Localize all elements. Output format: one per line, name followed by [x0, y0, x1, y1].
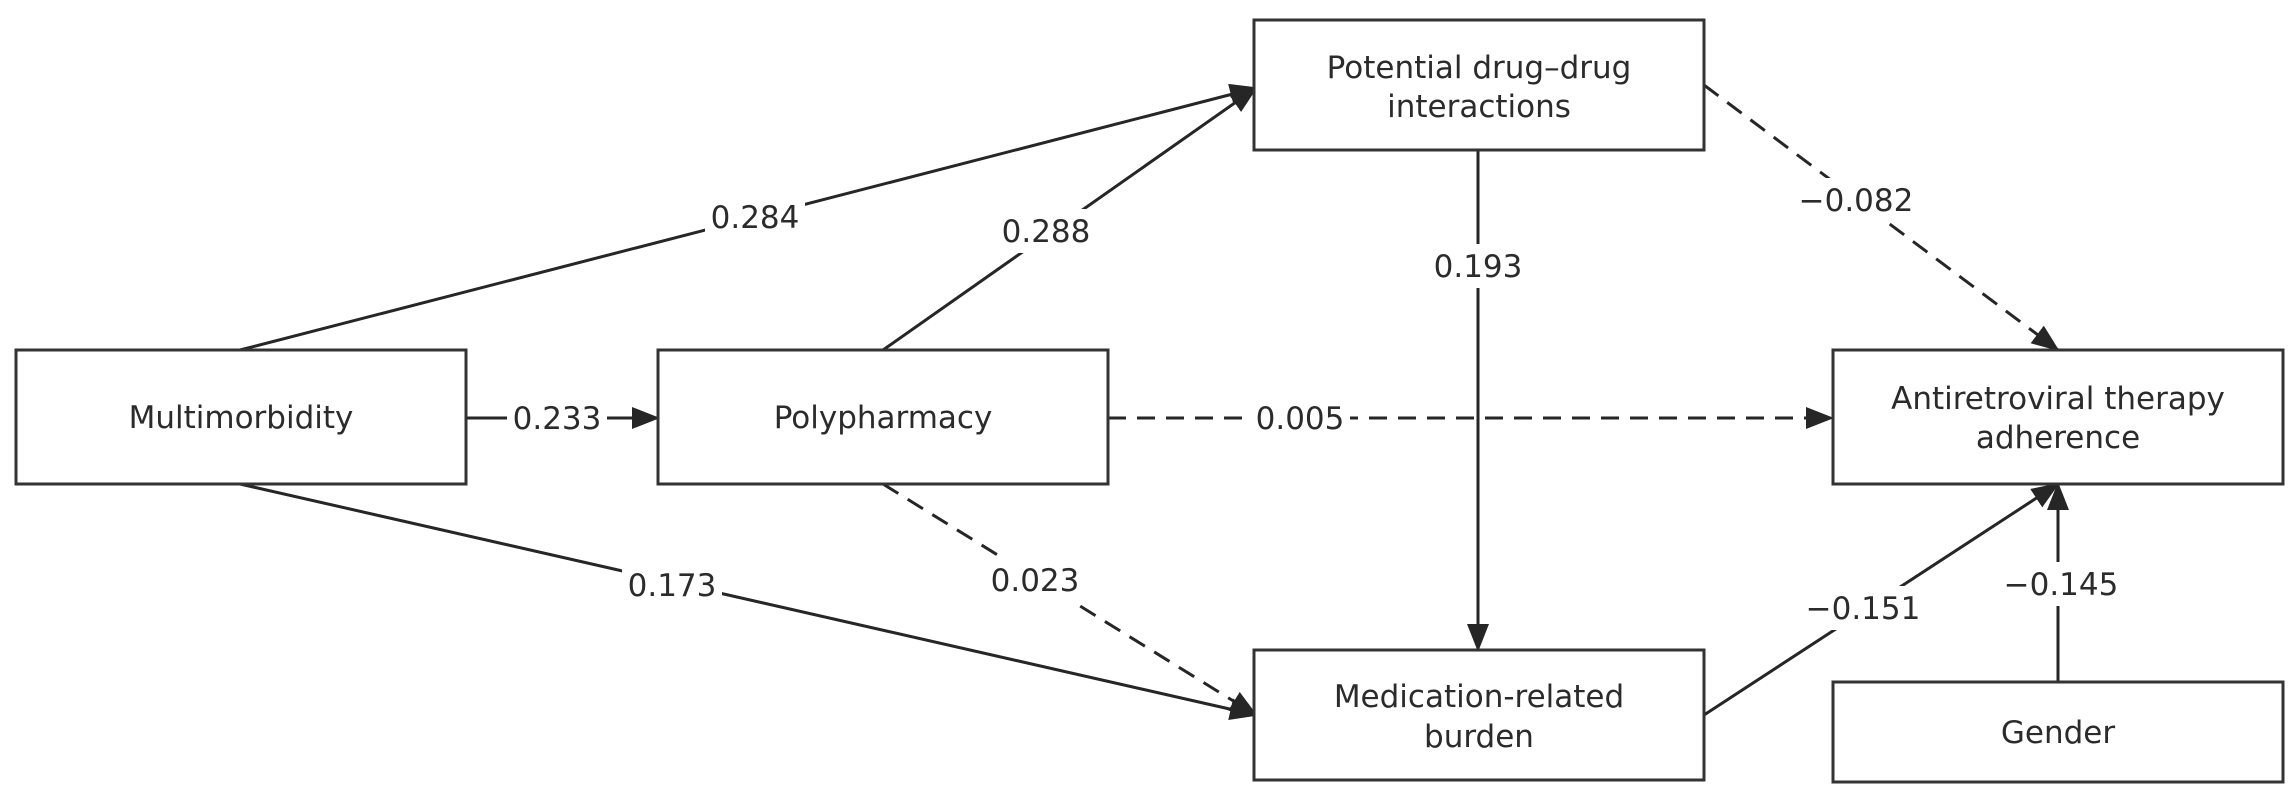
edge-polypharmacy-to-burden: 0.023	[882, 482, 1258, 717]
coef-background	[705, 195, 805, 239]
node-multimorbidity: Multimorbidity	[14, 348, 468, 486]
coef-background	[985, 558, 1085, 602]
coef-burden-adherence: −0.151	[1806, 591, 1921, 627]
node-label: Multimorbidity	[129, 400, 354, 436]
edge-burden-to-adherence: −0.151	[1703, 482, 2060, 717]
node-medication-related-burden: Medication-related burden	[1252, 648, 1706, 782]
node-box	[1831, 348, 2285, 486]
node-polypharmacy: Polypharmacy	[656, 348, 1110, 486]
coef-pddi-adherence: −0.082	[1799, 183, 1914, 219]
node-box	[1252, 18, 1706, 152]
coef-background	[1803, 586, 1923, 630]
coef-gender-adherence: −0.145	[2004, 567, 2119, 603]
coef-polypharmacy-adherence: 0.005	[1256, 401, 1345, 437]
node-potential-drug-drug-interactions: Potential drug–drug interactions	[1252, 18, 1706, 152]
node-label: Gender	[2001, 715, 2115, 751]
edge-multimorbidity-to-polypharmacy: 0.233	[466, 396, 660, 440]
coef-multimorbidity-pddi: 0.284	[711, 200, 800, 236]
coef-background	[996, 209, 1096, 253]
coef-polypharmacy-burden: 0.023	[991, 563, 1080, 599]
edge-pddi-to-burden: 0.193	[1428, 150, 1528, 652]
coef-background	[1796, 178, 1916, 222]
edge-line	[239, 482, 1258, 720]
coef-pddi-burden: 0.193	[1434, 249, 1523, 285]
node-label-line-1: Medication-related	[1334, 679, 1624, 715]
edge-multimorbidity-to-pddi: 0.284	[239, 83, 1258, 352]
node-label-line-2: adherence	[1976, 420, 2140, 456]
node-box	[1831, 680, 2285, 784]
node-label-line-2: interactions	[1387, 89, 1571, 125]
edge-polypharmacy-to-adherence: 0.005	[1108, 396, 1834, 440]
coef-background	[507, 396, 607, 440]
edge-polypharmacy-to-pddi: 0.288	[882, 86, 1258, 352]
coef-polypharmacy-pddi: 0.288	[1002, 214, 1091, 250]
nodes: Multimorbidity Polypharmacy Potential dr…	[14, 18, 2285, 784]
coef-background	[622, 563, 722, 607]
node-antiretroviral-therapy-adherence: Antiretroviral therapy adherence	[1831, 348, 2285, 486]
coef-multimorbidity-polypharmacy: 0.233	[513, 401, 602, 437]
node-box	[1252, 648, 1706, 782]
node-box	[656, 348, 1110, 486]
edges: 0.284 0.288 0.233 0.005 0.193	[239, 83, 2121, 720]
node-box	[14, 348, 468, 486]
coef-background	[2001, 562, 2121, 606]
node-label: Polypharmacy	[774, 400, 993, 436]
edge-gender-to-adherence: −0.145	[2001, 482, 2121, 682]
edge-multimorbidity-to-burden: 0.173	[239, 482, 1258, 720]
coef-background	[1250, 396, 1350, 440]
edge-line	[1703, 83, 2060, 352]
edge-pddi-to-adherence: −0.082	[1703, 83, 2060, 352]
node-label-line-2: burden	[1424, 719, 1534, 755]
coef-multimorbidity-burden: 0.173	[628, 568, 717, 604]
node-label-line-1: Potential drug–drug	[1327, 50, 1632, 86]
node-gender: Gender	[1831, 680, 2285, 784]
node-label-line-1: Antiretroviral therapy	[1891, 381, 2225, 417]
coef-background	[1428, 244, 1528, 288]
